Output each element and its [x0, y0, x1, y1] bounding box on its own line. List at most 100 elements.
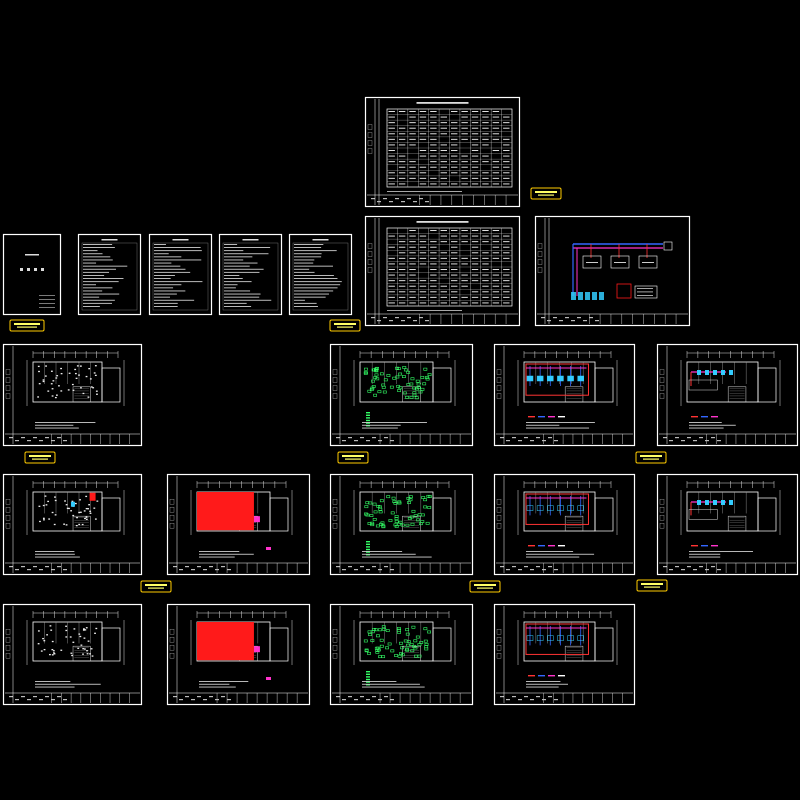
stair-core [564, 515, 584, 532]
title-block-text [548, 437, 552, 439]
title-block-text [366, 699, 370, 701]
sheet-plan-r1-c2[interactable] [329, 343, 474, 447]
terminal-unit [536, 505, 544, 511]
sheet-index-1[interactable] [77, 233, 142, 316]
sheet-plan-r3-c2[interactable] [166, 603, 311, 706]
sheet-schedule-1[interactable] [364, 96, 521, 208]
sheet-notes-2[interactable] [218, 233, 283, 316]
fixture-symbol [42, 517, 45, 519]
sheet-callout-tag[interactable] [24, 451, 56, 464]
title-block-text [51, 569, 55, 571]
schedule-cell-value [471, 296, 479, 298]
text-line [224, 247, 271, 248]
sprinkler-symbol [418, 390, 423, 394]
plan-note-text [362, 681, 397, 682]
terminal-unit [697, 370, 701, 375]
sheet-plan-r2-c2[interactable] [166, 473, 311, 576]
fixture-symbol [50, 629, 53, 631]
schedule-cell-value [440, 150, 447, 151]
title-block-text [63, 699, 67, 701]
text-line [83, 271, 110, 273]
sheet-plan-r3-c3[interactable] [329, 603, 474, 706]
sprinkler-symbol [396, 384, 401, 388]
fixture-symbol [48, 518, 51, 520]
schedule-cell-value [440, 230, 447, 231]
zone-fill-magenta [253, 646, 260, 653]
text-line [154, 278, 171, 279]
schedule-cell-value [492, 257, 500, 259]
title-block-text [506, 569, 510, 571]
sheet-callout-tag[interactable] [140, 580, 172, 593]
sheet-plan-r2-c5[interactable] [656, 473, 799, 576]
plant-room-outline [688, 379, 718, 391]
sheet-plan-r1-c1[interactable] [2, 343, 143, 447]
schedule-cell-value [419, 246, 427, 248]
text-line [154, 268, 186, 270]
binding-box [367, 132, 373, 138]
sheet-plan-r3-c4[interactable] [493, 603, 636, 706]
title-block-text [536, 696, 540, 698]
schedule-cell-value [388, 257, 395, 259]
title-block-text [512, 437, 516, 439]
fixture-symbol [53, 653, 56, 655]
sheet-callout-tag[interactable] [329, 319, 361, 332]
schedule-cell-value [409, 235, 416, 237]
text-line [83, 302, 113, 304]
sheet-plan-r2-c4[interactable] [493, 473, 636, 576]
binding-box [537, 251, 543, 257]
title-block-text [9, 696, 13, 698]
fixture-symbol [88, 368, 91, 370]
sprinkler-symbol [363, 371, 368, 375]
fixture-symbol [56, 394, 58, 396]
sheet-frame [329, 473, 474, 576]
text-line [224, 306, 252, 307]
schedule-cell-value [503, 241, 510, 243]
fixture-symbol [83, 648, 86, 650]
fixture-symbol [85, 375, 88, 378]
legend-swatch [366, 676, 370, 678]
sheet-callout-tag[interactable] [9, 319, 45, 332]
title-block-text [15, 699, 19, 701]
schedule-cell-value [503, 122, 510, 124]
schedule-cell-value [471, 302, 479, 304]
schedule-cell-value [419, 257, 427, 259]
sheet-callout-tag[interactable] [469, 580, 501, 593]
sheet-frame [493, 343, 636, 447]
schedule-cell-value [492, 166, 500, 168]
text-line [83, 281, 119, 283]
sheet-plan-r1-c4[interactable] [656, 343, 799, 447]
schedule-cell-value [419, 241, 427, 243]
sheet-index-2[interactable] [288, 233, 353, 316]
sheet-cover[interactable] [2, 233, 62, 316]
sheet-notes-1[interactable] [148, 233, 213, 316]
schedule-cell-value [471, 241, 479, 243]
fixture-symbol [78, 511, 81, 514]
sheet-plan-r2-c1[interactable] [2, 473, 143, 576]
sprinkler-symbol [416, 382, 421, 386]
sheet-system-diagram[interactable] [534, 215, 691, 327]
sheet-plan-r3-c1[interactable] [2, 603, 143, 706]
sheet-schedule-2[interactable] [364, 215, 521, 327]
schedule-cell-value [430, 183, 437, 185]
binding-box [169, 499, 175, 505]
plan-note-text [689, 553, 721, 555]
terminal-unit [713, 500, 717, 505]
cover-signature-line [39, 295, 55, 296]
legend-swatch [366, 425, 370, 427]
schedule-cell-value [503, 150, 510, 151]
sheet-callout-tag[interactable] [530, 187, 562, 200]
schedule-cell-value [388, 133, 395, 135]
schedule-cell-value [482, 291, 489, 293]
fixture-symbol [96, 500, 99, 502]
fixture-symbol [84, 517, 86, 520]
sprinkler-symbol [379, 644, 384, 648]
sheet-callout-tag[interactable] [636, 579, 668, 592]
sheet-plan-r1-c3[interactable] [493, 343, 636, 447]
sheet-plan-r2-c3[interactable] [329, 473, 474, 576]
sheet-callout-tag[interactable] [635, 451, 667, 464]
sprinkler-symbol [382, 390, 387, 394]
sheet-callout-tag[interactable] [337, 451, 369, 464]
schedule-cell-value [492, 177, 500, 179]
terminal-unit [536, 375, 544, 382]
